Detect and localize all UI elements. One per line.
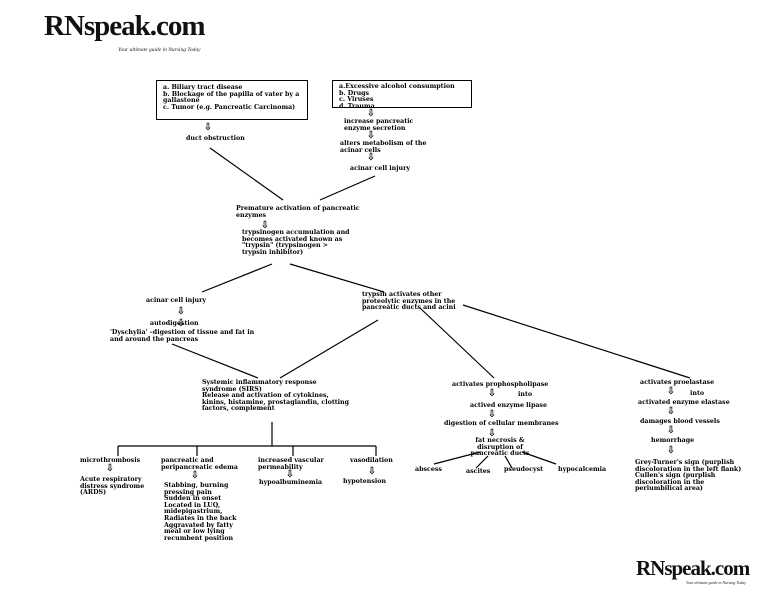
acinar-injury-mid-node: acinar cell injury xyxy=(146,297,207,304)
vasodilation-node: vasodilation xyxy=(350,457,393,464)
increase-secretion-node: increase pancreatic enzyme secretion xyxy=(344,118,414,132)
duct-obstruction-node: duct obstruction xyxy=(186,135,245,142)
hypoalbuminemia-node: hypoalbuminemia xyxy=(259,479,323,486)
ascites-node: ascites xyxy=(466,468,491,475)
arrow-down-icon: ⇩ xyxy=(487,428,497,439)
causes-right-box: a.Excessive alcohol consumption b. Drugs… xyxy=(332,80,472,110)
causes-right-text: a.Excessive alcohol consumption b. Drugs… xyxy=(339,83,455,110)
trypsinogen-node: trypsinogen accumulation and becomes act… xyxy=(242,229,350,256)
causes-left-box: a. Biliary tract disease b. Blockage of … xyxy=(156,80,308,120)
arrow-down-icon: ⇩ xyxy=(203,122,213,133)
arrow-down-icon: ⇩ xyxy=(487,388,497,399)
into-label: into xyxy=(518,391,533,398)
arrow-down-icon: ⇩ xyxy=(487,409,497,420)
arrow-down-icon: ⇩ xyxy=(176,306,186,317)
prophospholipase-node: activates prophospholipase xyxy=(452,381,549,388)
into-label-2: into xyxy=(690,390,705,397)
arrow-down-icon: ⇩ xyxy=(190,470,200,481)
dyschylia-node: 'Dyschylia' –digestion of tissue and fat… xyxy=(110,329,255,343)
sirs-node: Systemic inflammatory response syndrome … xyxy=(202,379,350,413)
vascular-permeability-node: increased vascular permeability xyxy=(258,457,324,471)
digestion-membranes-node: digestion of cellular membranes xyxy=(444,420,559,427)
arrow-down-icon: ⇩ xyxy=(666,445,676,456)
alters-metabolism-node: alters metabolism of the acinar cells xyxy=(340,140,427,154)
pain-description-node: Stabbing, burning pressing pain Sudden i… xyxy=(164,482,237,542)
autodigestion-node: autodigestion xyxy=(150,320,199,327)
fat-necrosis-node: fat necrosis & disruption of pancreatic … xyxy=(470,437,530,458)
proelastase-node: activates proelastase xyxy=(640,379,715,386)
trypsin-activates-node: trypsin activates other proteolytic enzy… xyxy=(362,291,456,312)
arrow-down-icon: ⇩ xyxy=(176,318,186,329)
arrow-down-icon: ⇩ xyxy=(666,386,676,397)
arrow-down-icon: ⇩ xyxy=(366,108,376,119)
arrow-down-icon: ⇩ xyxy=(285,469,295,480)
arrow-down-icon: ⇩ xyxy=(666,406,676,417)
hypotension-node: hypotension xyxy=(343,478,387,485)
hemorrhage-node: hemorrhage xyxy=(651,437,695,444)
pain-title-node: pancreatic and peripancreatic edema xyxy=(161,457,238,471)
damages-vessels-node: damages blood vessels xyxy=(640,418,720,425)
pseudocyst-node: pseudocyst xyxy=(504,466,544,473)
causes-left-text: a. Biliary tract disease b. Blockage of … xyxy=(163,84,300,111)
arrow-down-icon: ⇩ xyxy=(366,130,376,141)
elastase-node: activated enzyme elastase xyxy=(638,399,730,406)
acinar-injury-top-node: acinar cell injury xyxy=(350,165,411,172)
arrow-down-icon: ⇩ xyxy=(105,463,115,474)
ards-node: Acute respiratory distress syndrome (ARD… xyxy=(80,476,145,497)
arrow-down-icon: ⇩ xyxy=(666,425,676,436)
arrow-down-icon: ⇩ xyxy=(366,152,376,163)
lipase-node: actived enzyme lipase xyxy=(470,402,547,409)
brand-tagline-footer: Your ultimate guide in Nursing Today xyxy=(686,580,747,585)
brand-tagline: Your ultimate guide in Nursing Today xyxy=(118,47,201,53)
brand-logo-footer: RNspeak.com xyxy=(636,556,750,580)
microthrombosis-node: microthrombosis xyxy=(80,457,141,464)
brand-logo: RNspeak.com xyxy=(44,10,206,42)
hypocalcemia-node: hypocalcemia xyxy=(558,466,607,473)
arrow-down-icon: ⇩ xyxy=(367,466,377,477)
signs-node: Grey-Turner's sign (purplish discolorati… xyxy=(635,459,742,493)
premature-activation-node: Premature activation of pancreatic enzym… xyxy=(236,205,360,219)
abscess-node: abscess xyxy=(415,466,442,473)
arrow-down-icon: ⇩ xyxy=(260,220,270,231)
